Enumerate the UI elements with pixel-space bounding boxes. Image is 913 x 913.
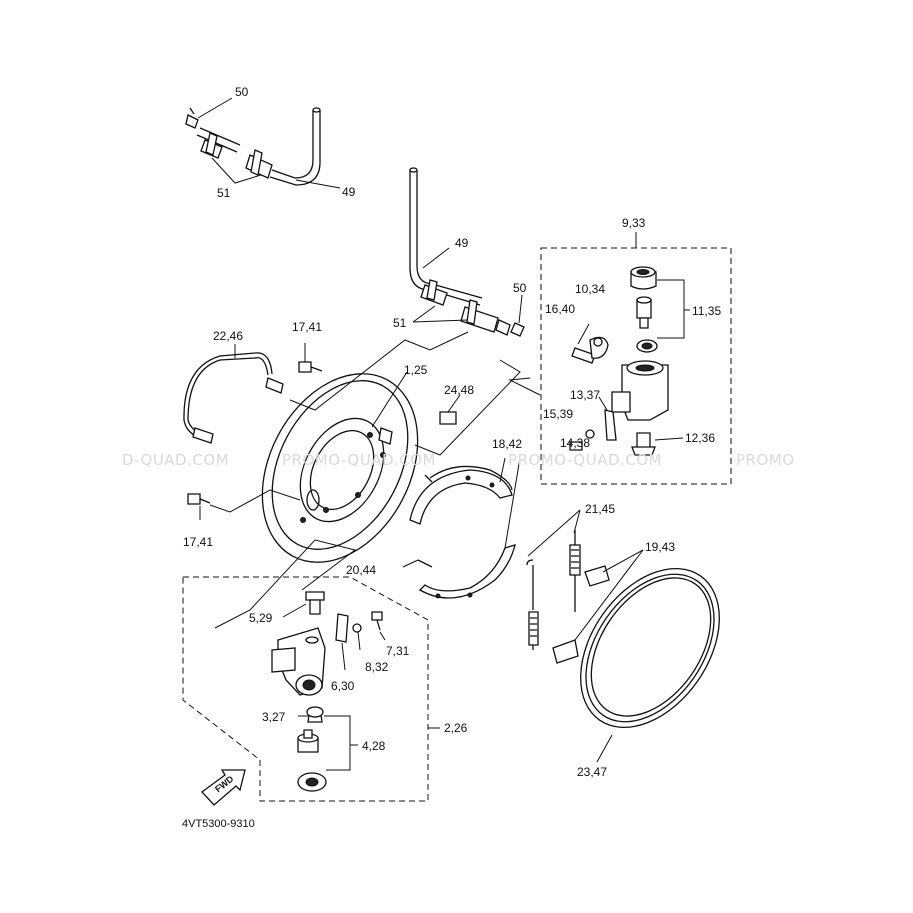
brake-drum-seal	[580, 567, 720, 763]
brake-pipe-middle	[409, 167, 525, 337]
callout-1-25: 1,25	[404, 363, 428, 377]
callout-14-38: 14,38	[560, 436, 591, 450]
brake-shoe	[402, 457, 521, 599]
callout-6-30: 6,30	[331, 679, 355, 693]
callout-4-28: 4,28	[362, 739, 386, 753]
callout-50-mid: 50	[513, 281, 527, 295]
callout-18-42: 18,42	[492, 437, 523, 451]
callout-11-35: 11,35	[692, 304, 722, 318]
callout-21-45: 21,45	[585, 502, 616, 516]
callout-22-46: 22,46	[213, 329, 244, 343]
callout-12-36: 12,36	[685, 431, 716, 445]
callout-9-33: 9,33	[622, 216, 646, 230]
callout-50-top: 50	[235, 85, 249, 99]
callout-15-39: 15,39	[543, 407, 574, 421]
callout-10-34: 10,34	[575, 282, 606, 296]
callout-20-44: 20,44	[346, 563, 377, 577]
callout-5-29: 5,29	[249, 611, 273, 625]
callout-16-40: 16,40	[545, 302, 576, 316]
diagram-code: 4VT5300-9310	[182, 818, 255, 830]
callout-17-41-top: 17,41	[292, 320, 323, 334]
fwd-arrow-icon	[201, 769, 246, 806]
watermark: PROMO	[736, 451, 795, 469]
callout-51-top: 51	[217, 186, 231, 200]
wheel-cylinder-group-lower	[182, 576, 440, 802]
watermark: PROMO-QUAD.COM	[282, 451, 436, 469]
assembly-guide-lines	[209, 331, 541, 629]
springs	[526, 509, 581, 650]
callout-8-32: 8,32	[365, 660, 389, 674]
brake-hose	[183, 344, 284, 444]
callout-51-mid: 51	[393, 316, 407, 330]
callout-17-41-bottom: 17,41	[183, 535, 214, 549]
callout-13-37: 13,37	[570, 388, 601, 402]
callout-24-48: 24,48	[444, 383, 475, 397]
bolts-17-41	[187, 343, 323, 520]
callout-23-47: 23,47	[577, 765, 608, 779]
watermark: PROMO-QUAD.COM	[508, 451, 662, 469]
callout-7-31: 7,31	[386, 644, 410, 658]
callout-49-mid: 49	[455, 236, 469, 250]
shoe-clips	[552, 549, 644, 664]
wheel-cylinder-group-upper	[540, 232, 732, 485]
brake-pipe-upper	[185, 97, 341, 189]
callout-3-27: 3,27	[262, 710, 286, 724]
watermark: D-QUAD.COM	[122, 451, 230, 469]
callout-19-43: 19,43	[645, 540, 676, 554]
brake-backing-plate	[261, 371, 461, 563]
callout-49-top: 49	[342, 185, 356, 199]
callout-2-26: 2,26	[444, 721, 468, 735]
